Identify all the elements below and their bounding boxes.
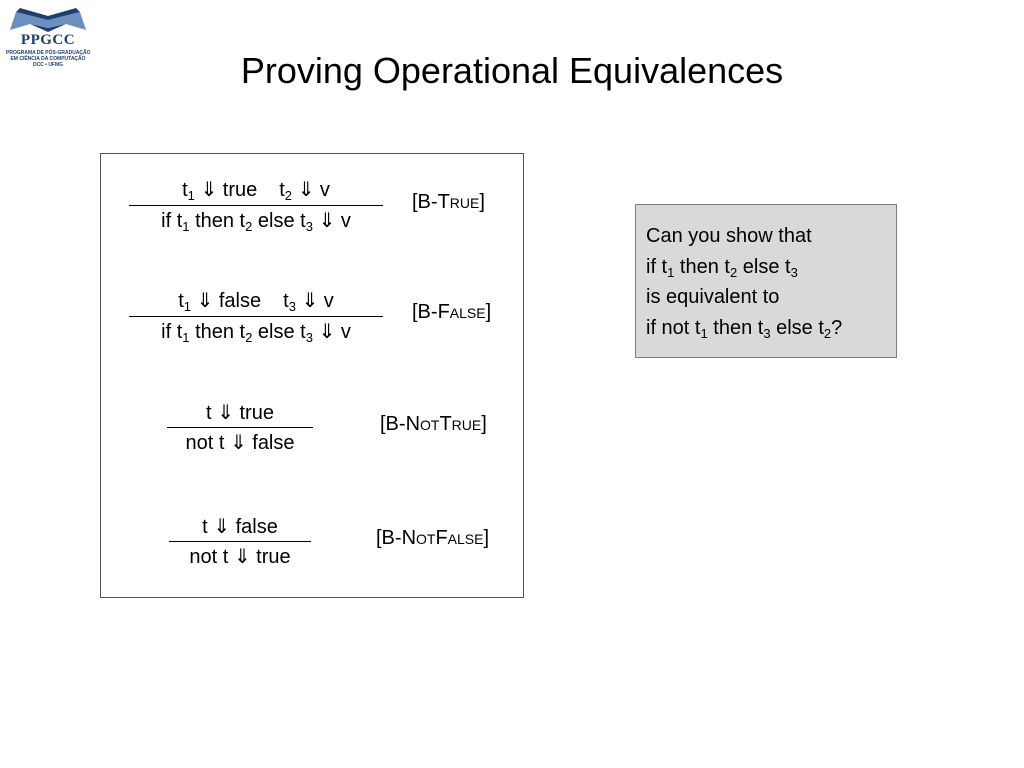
inference-bar (129, 316, 383, 317)
ppgcc-logo: PPGCC PROGRAMA DE PÓS-GRADUAÇÃO EM CIÊNC… (6, 6, 91, 68)
logo-graphic (10, 8, 86, 32)
rule-name-b-false: [B-False] (412, 301, 492, 323)
question-line-4: if not t1 then t3 else t2? (646, 316, 843, 341)
rule-b-notfalse-conclusion: not t ⇓ true (189, 546, 291, 568)
rule-b-nottrue-conclusion: not t ⇓ false (185, 432, 295, 454)
inference-bar (169, 541, 311, 542)
rule-b-notfalse-premise: t ⇓ false (202, 516, 278, 538)
rule-b-false-conclusion: if t1 then t2 else t3 ⇓ v (161, 321, 351, 345)
conclusion-value: v (340, 210, 351, 232)
premise-value: v (323, 290, 334, 312)
logo-name: PPGCC (20, 32, 76, 48)
logo-subtitle-1: PROGRAMA DE PÓS-GRADUAÇÃO (6, 50, 91, 56)
question-line-2: if t1 then t2 else t3 (646, 255, 798, 280)
rule-name-b-nottrue: [B-NotTrue] (380, 413, 487, 435)
premise-value: true (222, 179, 258, 201)
question-box: Can you show that if t1 then t2 else t3 … (635, 204, 897, 358)
question-line-1: Can you show that (646, 225, 812, 247)
rule-name-b-true: [B-True] (412, 191, 485, 213)
slide-title: Proving Operational Equivalences (240, 50, 784, 91)
inference-bar (167, 427, 313, 428)
premise-value: false (218, 290, 262, 312)
logo-subtitle-2: EM CIÊNCIA DA COMPUTAÇÃO (10, 56, 86, 62)
rule-b-true-conclusion: if t1 then t2 else t3 ⇓ v (161, 210, 351, 234)
question-line-3: is equivalent to (646, 286, 780, 308)
premise-value: v (319, 179, 330, 201)
rule-name-b-notfalse: [B-NotFalse] (376, 527, 490, 549)
logo-subtitle-3: DCC • UFMG (32, 62, 64, 68)
rule-b-nottrue-premise: t ⇓ true (206, 402, 274, 424)
inference-bar (129, 205, 383, 206)
conclusion-value: v (340, 321, 351, 343)
